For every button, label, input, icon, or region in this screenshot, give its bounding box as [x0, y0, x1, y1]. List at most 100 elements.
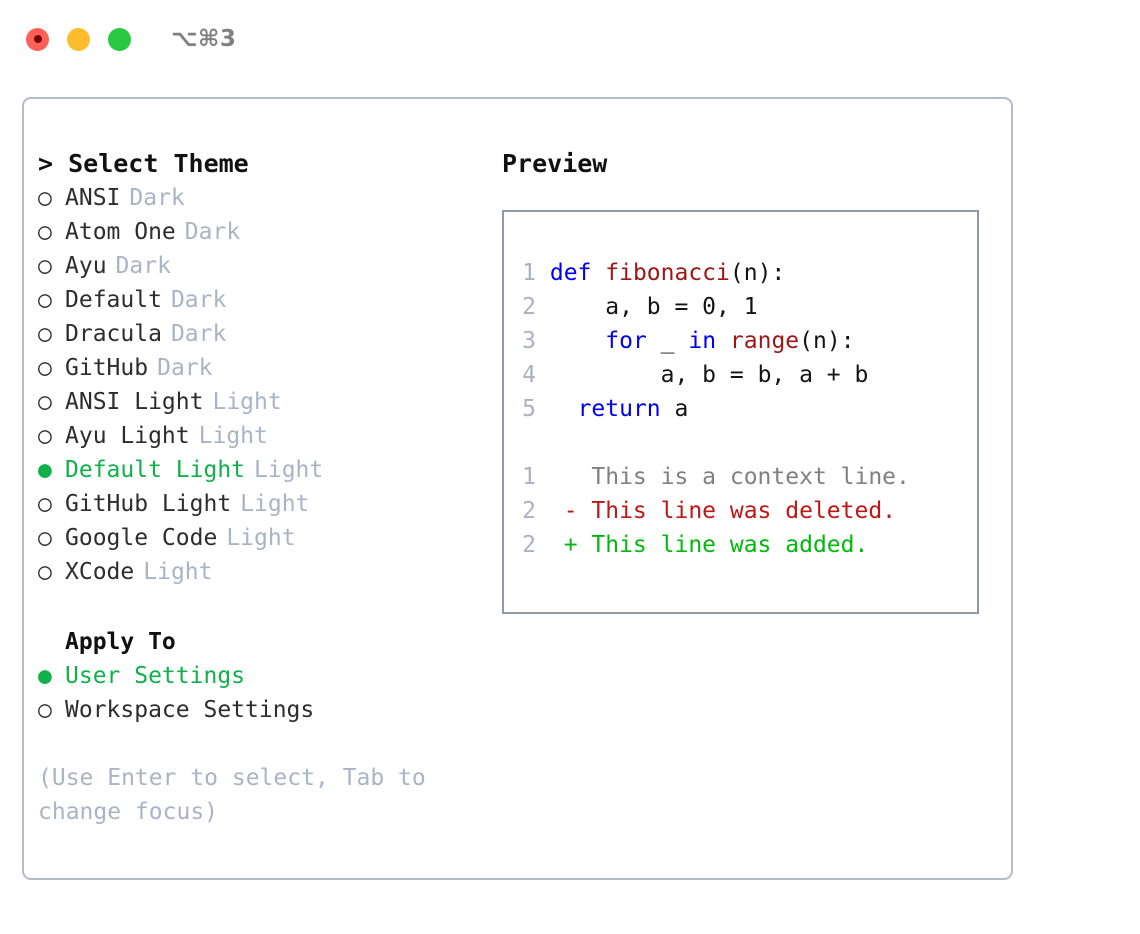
theme-option-label: GitHub Light — [65, 491, 232, 517]
radio-unselected-icon: ○ — [38, 491, 52, 517]
line-number: 3 — [522, 328, 536, 354]
theme-option-label: ANSI — [65, 185, 121, 211]
line-number: 2 — [522, 498, 536, 524]
diff-text: This line was added. — [591, 532, 869, 558]
theme-option-label: GitHub — [65, 355, 149, 381]
code-token: a — [660, 396, 689, 422]
diff-line-add: 2 + This line was added. — [522, 528, 977, 562]
code-token: a, b = 0, 1 — [549, 294, 758, 320]
minimize-icon[interactable] — [67, 27, 90, 51]
diff-marker — [536, 464, 591, 490]
theme-option-ayu[interactable]: ○ Ayu Dark — [38, 249, 498, 283]
keyboard-shortcut-label: ⌥⌘3 — [171, 26, 237, 52]
preview-column: Preview 1 def fibonacci(n):2 a, b = 0, 1… — [502, 147, 1002, 614]
code-token: fibonacci — [605, 260, 730, 286]
radio-unselected-icon: ○ — [38, 423, 52, 449]
code-line: 2 a, b = 0, 1 — [522, 290, 977, 324]
spacer — [38, 589, 498, 625]
gutter-space — [536, 430, 550, 456]
theme-option-variant-tag: Light — [143, 559, 213, 585]
radio-unselected-icon: ○ — [38, 253, 52, 279]
theme-option-ansi[interactable]: ○ ANSI Dark — [38, 181, 498, 215]
code-token: a, b = b, a + b — [549, 362, 869, 388]
code-token: (n): — [799, 328, 855, 354]
maximize-icon[interactable] — [108, 27, 131, 51]
keyboard-hint: (Use Enter to select, Tab to change focu… — [38, 765, 440, 825]
theme-option-variant-tag: Dark — [170, 321, 227, 347]
diff-text: This line was deleted. — [591, 498, 897, 524]
radio-unselected-icon: ○ — [38, 697, 52, 723]
close-icon[interactable] — [26, 27, 49, 51]
theme-option-label: Atom One — [65, 219, 176, 245]
select-theme-heading: > Select Theme — [38, 149, 249, 178]
radio-unselected-icon: ○ — [38, 185, 52, 211]
apply-to-option-label: User Settings — [65, 663, 246, 689]
theme-option-label: XCode — [65, 559, 135, 585]
line-number: 2 — [522, 294, 536, 320]
theme-option-variant-tag: Light — [212, 389, 282, 415]
theme-option-variant-tag: Dark — [129, 185, 185, 211]
theme-option-variant-tag: Light — [226, 525, 296, 551]
theme-option-label: Default — [65, 287, 162, 313]
apply-to-list: ● User Settings ○Workspace Settings — [38, 659, 498, 727]
theme-option-atom-one[interactable]: ○ Atom One Dark — [38, 215, 498, 249]
theme-option-label: Dracula — [65, 321, 162, 347]
apply-to-option-user-settings[interactable]: ● User Settings — [38, 659, 498, 693]
code-line: 1 def fibonacci(n): — [522, 256, 977, 290]
theme-option-label: Ayu — [65, 253, 107, 279]
theme-option-label: Ayu Light — [65, 423, 190, 449]
line-number — [522, 426, 536, 460]
radio-unselected-icon: ○ — [38, 525, 52, 551]
theme-option-variant-tag: Dark — [115, 253, 171, 279]
title-bar: ⌥⌘3 — [0, 0, 1140, 78]
line-number: 2 — [522, 532, 536, 558]
radio-unselected-icon: ○ — [38, 287, 52, 313]
code-token: _ — [646, 328, 689, 354]
theme-option-label: Default Light — [65, 457, 246, 483]
gutter-space — [536, 328, 550, 354]
code-token — [550, 328, 605, 354]
radio-unselected-icon: ○ — [38, 321, 52, 347]
apply-to-option-workspace-settings[interactable]: ○Workspace Settings — [38, 693, 498, 727]
code-line — [522, 426, 977, 460]
theme-option-variant-tag: Dark — [157, 355, 213, 381]
theme-option-variant-tag: Light — [254, 457, 324, 483]
radio-unselected-icon: ○ — [38, 559, 52, 585]
gutter-space — [536, 294, 550, 320]
theme-option-variant-tag: Dark — [184, 219, 241, 245]
theme-option-default-light[interactable]: ● Default Light Light — [38, 453, 498, 487]
code-token: return — [577, 396, 661, 422]
code-token: def — [549, 260, 606, 286]
radio-unselected-icon: ○ — [38, 389, 52, 415]
line-number: 1 — [522, 260, 536, 286]
gutter-space — [536, 396, 550, 422]
code-token — [550, 396, 578, 422]
radio-selected-icon: ● — [38, 457, 52, 483]
radio-unselected-icon: ○ — [38, 219, 52, 245]
line-number: 1 — [522, 464, 536, 490]
code-token: for — [605, 328, 647, 354]
code-token — [716, 328, 730, 354]
radio-selected-icon: ● — [38, 663, 52, 689]
code-line: 3 for _ in range(n): — [522, 324, 977, 358]
theme-option-dracula[interactable]: ○ Dracula Dark — [38, 317, 498, 351]
line-number: 4 — [522, 362, 536, 388]
theme-option-xcode[interactable]: ○ XCode Light — [38, 555, 498, 589]
preview-heading: Preview — [502, 149, 608, 178]
diff-sample: 1 This is a context line.2 - This line w… — [522, 460, 977, 562]
code-line: 5 return a — [522, 392, 977, 426]
diff-line-del: 2 - This line was deleted. — [522, 494, 977, 528]
